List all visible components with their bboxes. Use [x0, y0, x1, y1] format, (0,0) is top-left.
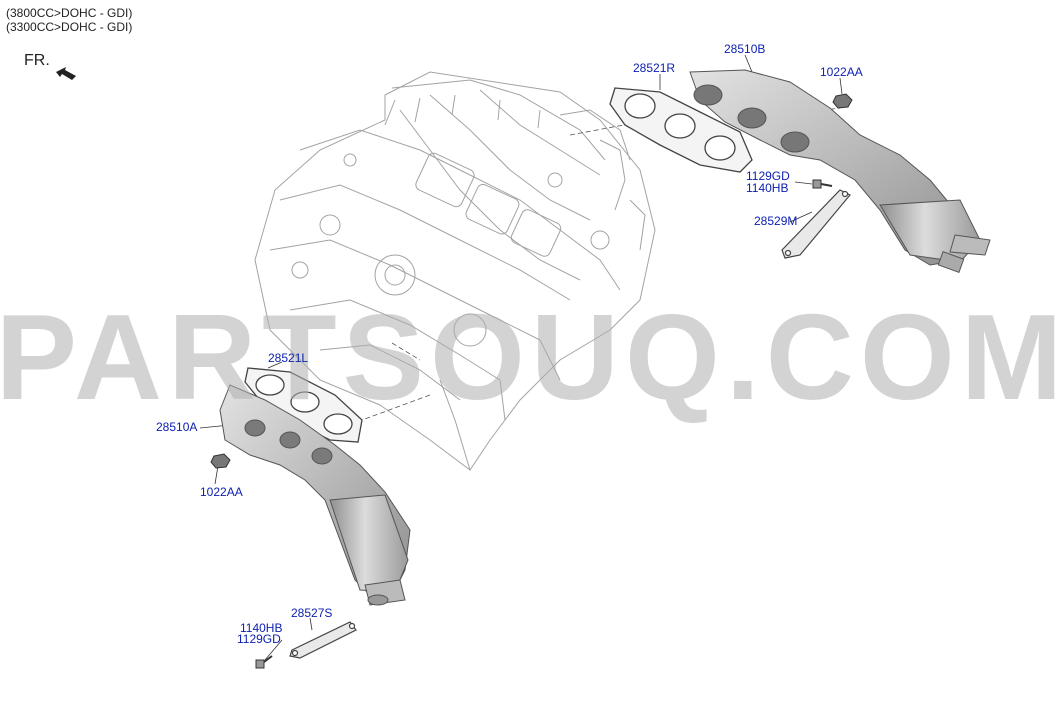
header-line-2: (3300CC>DOHC - GDI): [6, 20, 133, 34]
part-label-1022AA-bottom[interactable]: 1022AA: [200, 485, 243, 499]
bracket-28529M: [781, 189, 851, 259]
nut-1022AA-top: [832, 93, 853, 109]
part-label-1022AA-top[interactable]: 1022AA: [820, 65, 863, 79]
exhaust-manifold-28510A: [219, 384, 411, 606]
part-label-1129GD-bottom[interactable]: 1129GD: [237, 632, 281, 646]
part-label-28510A[interactable]: 28510A: [156, 420, 198, 434]
part-label-1140HB-top[interactable]: 1140HB: [746, 181, 789, 195]
nut-1022AA-bottom: [210, 453, 231, 469]
part-label-28521L[interactable]: 28521L: [268, 351, 309, 365]
gasket-28521L: [244, 367, 363, 443]
part-label-28527S[interactable]: 28527S: [291, 606, 333, 620]
exhaust-manifold-28510B: [689, 69, 991, 273]
bracket-28527S: [289, 621, 357, 659]
engine-block-outline: [254, 71, 656, 471]
part-label-28529M[interactable]: 28529M: [754, 214, 798, 228]
header-line-1: (3800CC>DOHC - GDI): [6, 6, 133, 20]
bolt-1140HB-bottom: [255, 655, 273, 669]
part-label-1129GD-top[interactable]: 1129GD: [746, 169, 790, 183]
front-direction-arrow-icon: [56, 67, 76, 80]
gasket-28521R: [609, 87, 753, 173]
front-direction-label: FR.: [24, 52, 50, 69]
bolt-1129GD-top: [812, 179, 833, 189]
label-leader-lines: [199, 54, 843, 661]
part-label-28521R[interactable]: 28521R: [633, 61, 676, 75]
part-label-28510B[interactable]: 28510B: [724, 42, 766, 56]
part-label-1140HB-bottom[interactable]: 1140HB: [240, 621, 283, 635]
